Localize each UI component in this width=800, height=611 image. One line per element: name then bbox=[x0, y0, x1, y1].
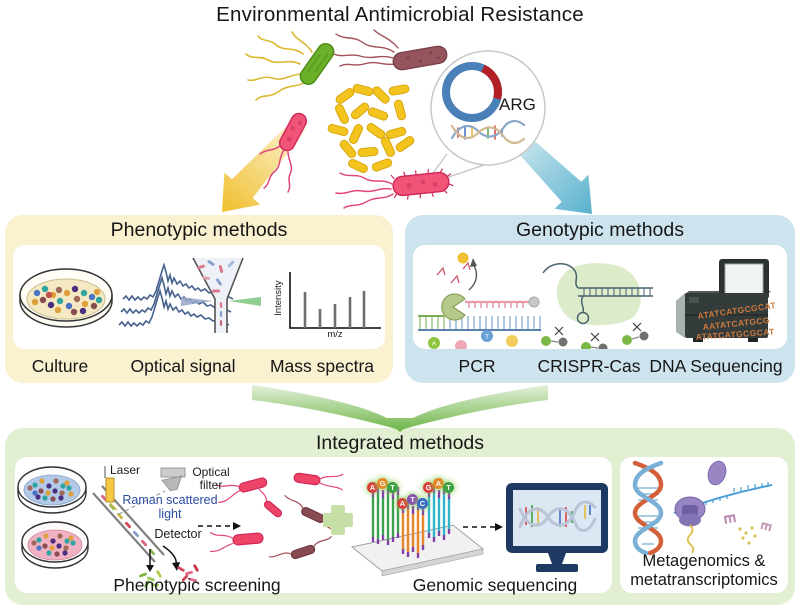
cells-in-funnel bbox=[197, 260, 235, 326]
sorted-bacteria-green-icon bbox=[139, 570, 162, 588]
cleaved-probes-icon bbox=[541, 322, 649, 349]
released-probe-icon bbox=[457, 252, 469, 264]
culture-label: Culture bbox=[31, 356, 89, 376]
optical-traces-icon bbox=[118, 262, 234, 327]
flow-cytometry-funnel-icon bbox=[181, 257, 261, 333]
colonies bbox=[31, 285, 103, 316]
genotypic-title: Genotypic methods bbox=[515, 219, 684, 241]
base-chip: G bbox=[423, 482, 434, 493]
genotypic-methods-panel: Genotypic methods bbox=[405, 215, 795, 383]
primers-icon bbox=[436, 261, 471, 284]
detector-label: Detector bbox=[154, 527, 202, 541]
dna-sequencing-label: DNA Sequencing bbox=[649, 356, 783, 376]
sequencer-readout: ATATCATGCGCAT AATATCATGCG ATATCATGCGCAT bbox=[695, 300, 776, 342]
converging-arrows-icon bbox=[252, 385, 548, 432]
plasmid-arg-icon bbox=[442, 62, 502, 122]
integrated-methods-panel: Integrated methods bbox=[5, 428, 795, 605]
integrated-left-inner-panel: Laser Optical filter Raman scattered lig… bbox=[15, 457, 612, 595]
free-bacteria-icon bbox=[209, 472, 344, 560]
intensity-axis-label: Intensity bbox=[272, 280, 284, 316]
laser-icon bbox=[105, 477, 115, 503]
base-chip: T bbox=[443, 482, 454, 493]
mass-spectrum-chart bbox=[289, 272, 381, 329]
phenotypic-screening-label: Phenotypic screening bbox=[113, 575, 281, 595]
petri-dish-blue-icon bbox=[17, 466, 87, 514]
polymerase-icon bbox=[441, 293, 466, 321]
plus-icon bbox=[323, 505, 353, 535]
svg-text:A: A bbox=[432, 341, 437, 348]
integrated-left-art bbox=[17, 466, 608, 588]
optical-filter-icon bbox=[160, 467, 186, 492]
base-chip: T bbox=[407, 494, 418, 505]
base-chip: T bbox=[387, 482, 398, 493]
nucleotides-icon: A T bbox=[428, 330, 518, 349]
svg-text:T: T bbox=[485, 334, 489, 341]
translation-ribosome-icon bbox=[673, 460, 773, 554]
base-chip: A bbox=[397, 498, 408, 509]
base-chip: C bbox=[417, 498, 428, 509]
maroon-bacterium-icon bbox=[333, 29, 448, 71]
central-bacteria-illustration: ARG bbox=[222, 29, 592, 214]
yellow-bacteria-cluster-icon bbox=[327, 83, 415, 174]
petri-dish-icon bbox=[19, 268, 113, 328]
dna-double-helix-icon bbox=[632, 460, 664, 556]
genotypic-inner-panel: A T bbox=[413, 245, 787, 349]
mz-axis-label: m/z bbox=[327, 329, 343, 340]
base-chip: G bbox=[377, 478, 388, 489]
crispr-cas-label: CRISPR-Cas bbox=[537, 356, 641, 376]
genomic-sequencing-label: Genomic sequencing bbox=[412, 575, 578, 595]
phenotypic-title: Phenotypic methods bbox=[110, 219, 288, 241]
pcr-label: PCR bbox=[458, 356, 496, 376]
phenotypic-inner-panel: Intensity m/z bbox=[13, 245, 385, 349]
optical-filter-label: Optical filter bbox=[192, 465, 230, 492]
optical-signal-label: Optical signal bbox=[130, 356, 236, 376]
dashed-arrow-icon bbox=[198, 522, 241, 530]
genotypic-art: A T bbox=[418, 252, 777, 349]
dna-sequencer-icon bbox=[676, 259, 771, 342]
laser-beam-right-icon bbox=[229, 297, 261, 306]
monitor-icon bbox=[506, 483, 608, 572]
arg-label: ARG bbox=[499, 95, 536, 114]
dashed-arrow-to-monitor-icon bbox=[463, 523, 503, 531]
laser-label: Laser bbox=[110, 463, 141, 477]
dna-helix-icon bbox=[450, 120, 526, 144]
base-chip: A bbox=[367, 482, 378, 493]
raman-scattered-light-label: Raman scattered light bbox=[122, 493, 218, 521]
green-bacterium-icon bbox=[245, 31, 335, 101]
phenotypic-art bbox=[19, 257, 381, 333]
mass-spectrum-bars bbox=[303, 291, 366, 328]
crispr-cas-icon bbox=[541, 263, 653, 349]
phenotypic-methods-panel: Phenotypic methods bbox=[5, 215, 393, 383]
metagenomics-label: Metagenomics & metatranscriptomics bbox=[630, 552, 778, 589]
base-chip: A bbox=[433, 478, 444, 489]
mass-spectra-label: Mass spectra bbox=[269, 356, 375, 376]
integrated-title: Integrated methods bbox=[315, 432, 485, 454]
petri-dish-pink-icon bbox=[21, 521, 89, 569]
laser-beam-left-icon bbox=[181, 297, 213, 306]
figure-title: Environmental Antimicrobial Resistance bbox=[216, 3, 584, 26]
pink-bacterium-bottom-icon bbox=[335, 168, 454, 209]
flow-cell-icon bbox=[350, 485, 485, 577]
integrated-right-inner-panel: Metagenomics & metatranscriptomics bbox=[620, 457, 788, 593]
pink-bacterium-left-icon bbox=[259, 112, 308, 193]
metagenomics-art bbox=[632, 460, 773, 556]
sorted-bacteria-red-icon bbox=[177, 564, 199, 583]
pcr-icon: A T bbox=[418, 252, 541, 349]
